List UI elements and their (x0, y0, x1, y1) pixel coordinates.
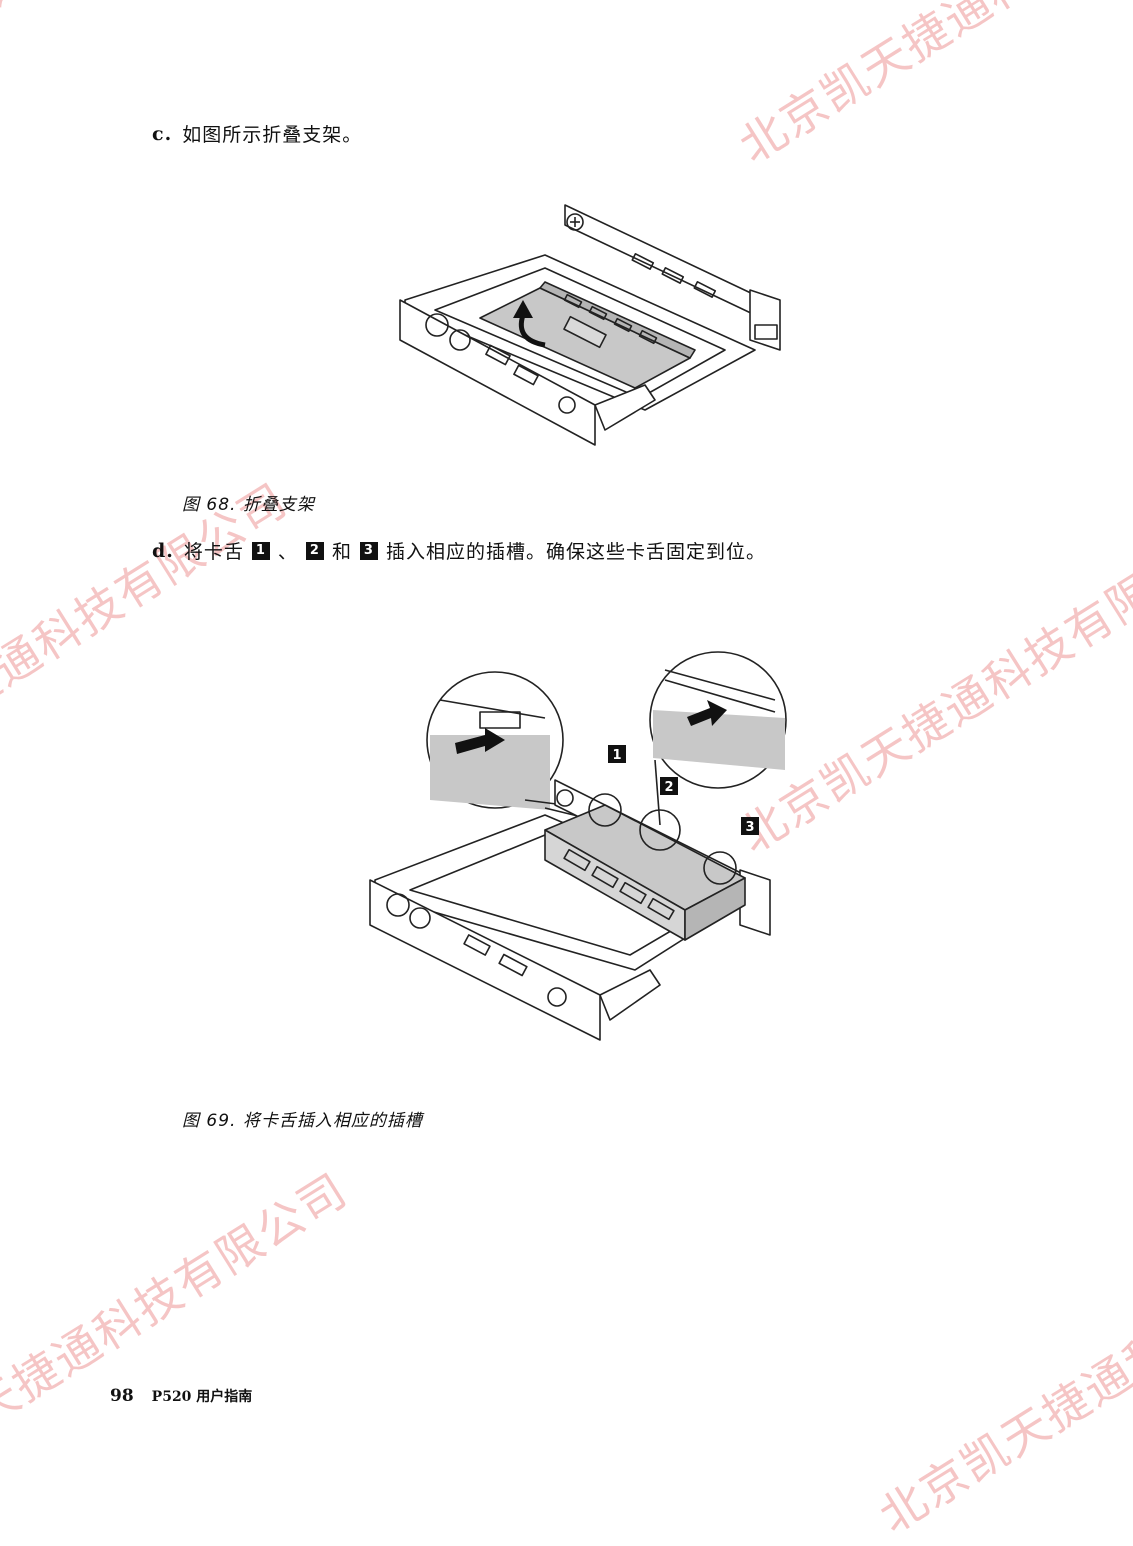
watermark: 北京凯天捷通科技有限公司 (725, 0, 1133, 176)
push-arrow-icon (687, 700, 727, 726)
figure-68-illustration (399, 204, 781, 446)
svg-text:2: 2 (664, 780, 673, 795)
callout-badge-1: 1 (251, 541, 270, 560)
page-footer: 98 P520 用户指南 (110, 1386, 252, 1406)
step-text-a: 将卡舌 (183, 541, 244, 563)
watermark: 北京凯天捷通科技有限公司 (869, 1192, 1133, 1544)
callout-badge-1: 1 (608, 745, 626, 763)
fold-arrow-icon (513, 300, 546, 348)
callout-badge-3: 3 (741, 817, 759, 835)
figure-69-caption: 图 69. 将卡舌插入相应的插槽 (182, 1111, 423, 1131)
figure-69-illustration: 1 2 3 (369, 651, 787, 1041)
step-c: c. 如图所示折叠支架。 (152, 120, 362, 147)
figure-68-caption: 图 68. 折叠支架 (182, 495, 315, 515)
watermark: 北京凯天捷通科技有限公司 (0, 472, 297, 824)
callout-badge-2: 2 (660, 777, 678, 795)
page-number: 98 (110, 1386, 134, 1406)
svg-text:1: 1 (612, 748, 621, 763)
callout-badge-3: 3 (359, 541, 378, 560)
step-text: 如图所示折叠支架。 (182, 124, 363, 146)
callout-badge-2: 2 (305, 541, 324, 560)
step-letter: d. (152, 539, 174, 562)
step-letter: c. (152, 122, 173, 145)
step-d: d. 将卡舌 1 、 2 和 3 插入相应的插槽。确保这些卡舌固定到位。 (152, 537, 766, 564)
push-arrow-icon (455, 728, 505, 754)
step-text-b: 插入相应的插槽。确保这些卡舌固定到位。 (385, 541, 766, 563)
watermark: 北京凯天捷通科技有限公司 (0, 1162, 357, 1514)
separator: 和 (331, 541, 352, 563)
svg-text:3: 3 (745, 820, 754, 835)
separator: 、 (277, 541, 298, 563)
document-title: P520 用户指南 (151, 1389, 253, 1405)
